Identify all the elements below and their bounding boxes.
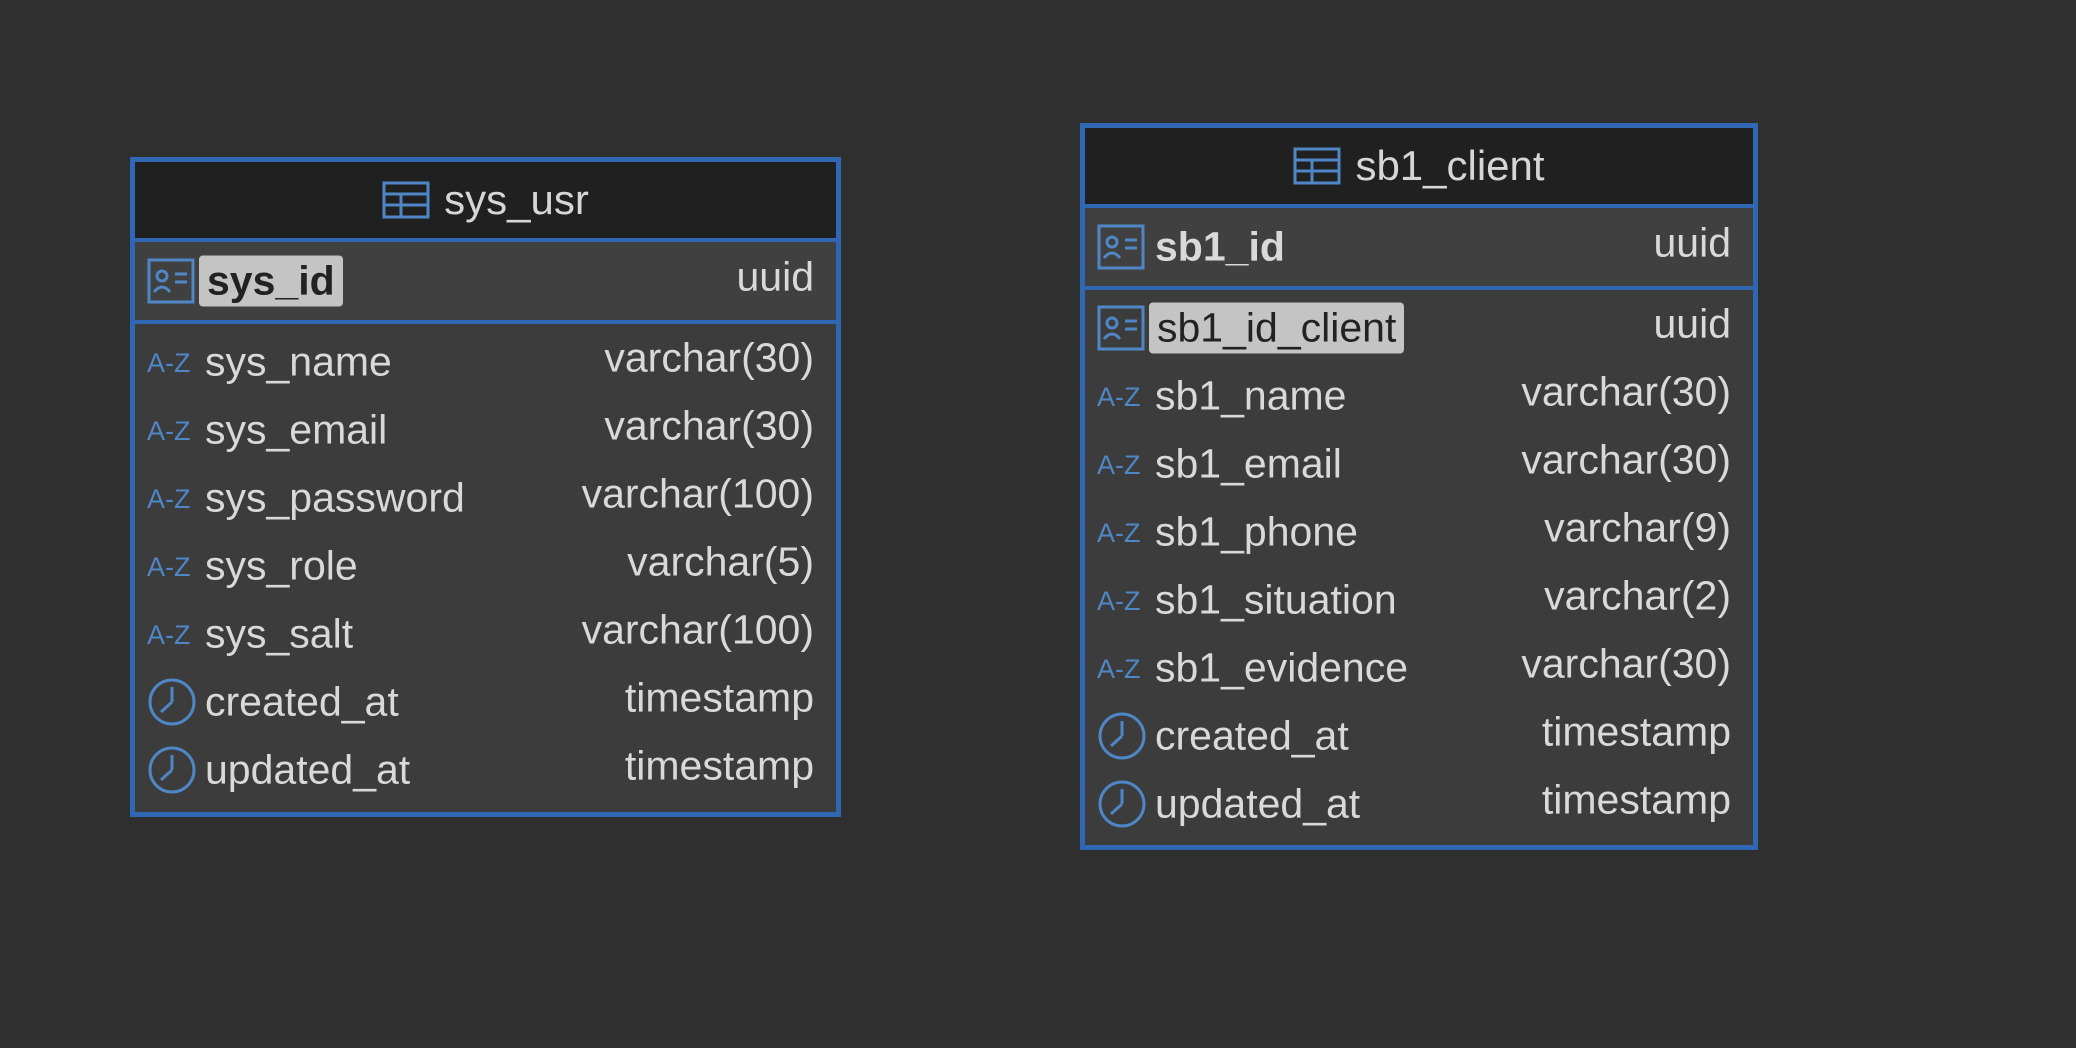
column-name: sys_role: [205, 542, 358, 589]
column-row[interactable]: created_at timestamp: [1085, 702, 1753, 770]
column-name: sys_password: [205, 474, 465, 521]
columns-list: sb1_id_client uuid A-Z sb1_name varchar(…: [1085, 290, 1753, 838]
svg-text:A-Z: A-Z: [1097, 450, 1141, 479]
column-name: created_at: [205, 678, 399, 725]
column-name: created_at: [1155, 712, 1349, 759]
column-name: sb1_name: [1155, 372, 1347, 419]
column-name: sb1_email: [1155, 440, 1342, 487]
columns-list: A-Z sys_name varchar(30) A-Z sys_email v…: [135, 324, 836, 804]
svg-text:A-Z: A-Z: [1097, 586, 1141, 615]
key-icon: [1097, 224, 1145, 270]
primary-key-row[interactable]: sys_id uuid: [135, 242, 836, 324]
entity-header[interactable]: sys_usr: [135, 162, 836, 242]
column-row[interactable]: A-Z sys_name varchar(30): [135, 328, 836, 396]
clock-icon: [1098, 712, 1146, 760]
column-type: varchar(30): [604, 402, 814, 449]
svg-text:A-Z: A-Z: [1097, 654, 1141, 683]
a-z-icon: A-Z: [147, 620, 191, 649]
column-row[interactable]: A-Z sb1_phone varchar(9): [1085, 498, 1753, 566]
a-z-icon: A-Z: [1097, 586, 1141, 615]
a-z-icon: A-Z: [1097, 518, 1141, 547]
column-name: sb1_phone: [1155, 508, 1358, 555]
column-type: varchar(30): [1521, 640, 1731, 687]
entity-sys-usr[interactable]: sys_usr sys_id uuid A-Z sys_name varchar…: [130, 157, 841, 817]
svg-text:A-Z: A-Z: [1097, 382, 1141, 411]
column-name: sys_salt: [205, 610, 354, 657]
column-row[interactable]: created_at timestamp: [135, 668, 836, 736]
column-row[interactable]: A-Z sb1_name varchar(30): [1085, 362, 1753, 430]
column-type: varchar(100): [581, 606, 814, 653]
column-type: timestamp: [624, 674, 814, 721]
column-row[interactable]: A-Z sys_role varchar(5): [135, 532, 836, 600]
column-row[interactable]: sb1_id_client uuid: [1085, 294, 1753, 362]
column-name: sys_email: [205, 406, 388, 453]
a-z-icon: A-Z: [1097, 382, 1141, 411]
column-row[interactable]: A-Z sb1_situation varchar(2): [1085, 566, 1753, 634]
column-type: varchar(30): [1521, 368, 1731, 415]
column-type: varchar(5): [627, 538, 814, 585]
entity-sb1-client[interactable]: sb1_client sb1_id uuid: [1080, 123, 1758, 850]
table-icon: [1293, 147, 1341, 185]
clock-icon: [148, 746, 196, 794]
column-row[interactable]: A-Z sys_salt varchar(100): [135, 600, 836, 668]
a-z-icon: A-Z: [147, 484, 191, 513]
column-type: varchar(30): [1521, 436, 1731, 483]
svg-text:A-Z: A-Z: [147, 620, 191, 649]
column-name: sb1_situation: [1155, 576, 1397, 623]
svg-text:A-Z: A-Z: [147, 552, 191, 581]
column-row[interactable]: updated_at timestamp: [1085, 770, 1753, 838]
key-icon: [1097, 305, 1145, 351]
column-name: sb1_id: [1155, 223, 1285, 270]
column-row[interactable]: A-Z sb1_email varchar(30): [1085, 430, 1753, 498]
column-row[interactable]: A-Z sys_password varchar(100): [135, 464, 836, 532]
column-type: uuid: [1653, 219, 1731, 266]
svg-text:A-Z: A-Z: [1097, 518, 1141, 547]
column-type: varchar(9): [1544, 504, 1731, 551]
column-row[interactable]: A-Z sys_email varchar(30): [135, 396, 836, 464]
column-type: varchar(30): [604, 334, 814, 381]
column-name: sys_id: [199, 255, 343, 307]
clock-icon: [1098, 780, 1146, 828]
svg-text:A-Z: A-Z: [147, 416, 191, 445]
svg-text:A-Z: A-Z: [147, 348, 191, 377]
primary-key-row[interactable]: sb1_id uuid: [1085, 208, 1753, 290]
a-z-icon: A-Z: [1097, 654, 1141, 683]
column-name: sb1_evidence: [1155, 644, 1409, 691]
a-z-icon: A-Z: [147, 416, 191, 445]
column-type: uuid: [1653, 300, 1731, 347]
column-name: sb1_id_client: [1149, 302, 1405, 354]
column-row[interactable]: A-Z sb1_evidence varchar(30): [1085, 634, 1753, 702]
column-type: varchar(2): [1544, 572, 1731, 619]
a-z-icon: A-Z: [147, 348, 191, 377]
a-z-icon: A-Z: [147, 552, 191, 581]
column-type: timestamp: [1541, 708, 1731, 755]
column-type: uuid: [736, 253, 814, 300]
clock-icon: [148, 678, 196, 726]
column-type: varchar(100): [581, 470, 814, 517]
svg-text:A-Z: A-Z: [147, 484, 191, 513]
column-name: updated_at: [205, 746, 411, 793]
key-icon: [147, 258, 195, 304]
column-name: sys_name: [205, 338, 392, 385]
column-type: timestamp: [624, 742, 814, 789]
entity-header[interactable]: sb1_client: [1085, 128, 1753, 208]
column-type: timestamp: [1541, 776, 1731, 823]
column-name: updated_at: [1155, 780, 1361, 827]
column-row[interactable]: updated_at timestamp: [135, 736, 836, 804]
entity-title: sys_usr: [444, 176, 589, 223]
a-z-icon: A-Z: [1097, 450, 1141, 479]
entity-title: sb1_client: [1355, 142, 1545, 189]
table-icon: [382, 181, 430, 219]
